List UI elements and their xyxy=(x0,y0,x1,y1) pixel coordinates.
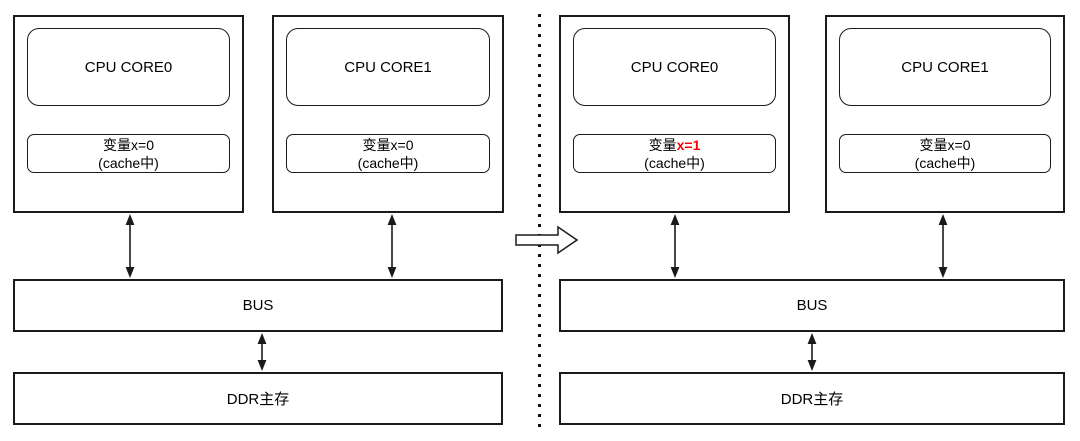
cache-box: 变量x=1 (cache中) xyxy=(573,134,776,173)
core-group-before-0: CPU CORE0 变量x=0 (cache中) xyxy=(13,15,244,213)
ddr-memory-box-before: DDR主存 xyxy=(13,372,503,425)
core-group-before-1: CPU CORE1 变量x=0 (cache中) xyxy=(272,15,504,213)
cache-variable-prefix: 变量 xyxy=(103,136,132,153)
cache-box: 变量x=0 (cache中) xyxy=(839,134,1051,173)
cache-variable-prefix: 变量 xyxy=(648,136,677,153)
cache-location-line: (cache中) xyxy=(644,154,705,171)
cache-variable-value: x=0 xyxy=(947,136,971,153)
cpu-core-title: CPU CORE0 xyxy=(27,28,230,106)
cache-variable-prefix: 变量 xyxy=(919,136,948,153)
cache-variable-line: 变量x=0 xyxy=(103,136,154,154)
cache-variable-value: x=0 xyxy=(390,136,414,153)
transition-arrow-icon xyxy=(515,225,579,255)
ddr-memory-label: DDR主存 xyxy=(226,391,290,408)
cache-variable-line: 变量x=0 xyxy=(920,136,971,154)
bidirectional-arrow-icon xyxy=(938,214,948,278)
ddr-memory-label: DDR主存 xyxy=(780,391,844,408)
bus-box-after: BUS xyxy=(559,279,1065,332)
cpu-core-title: CPU CORE0 xyxy=(573,28,776,106)
divider-dotted-line xyxy=(538,14,541,433)
bidirectional-arrow-icon xyxy=(387,214,397,278)
cache-location-line: (cache中) xyxy=(98,154,159,171)
bus-box-before: BUS xyxy=(13,279,503,332)
cache-variable-value: x=0 xyxy=(131,136,154,153)
bidirectional-arrow-icon xyxy=(670,214,680,278)
core-group-after-0: CPU CORE0 变量x=1 (cache中) xyxy=(559,15,790,213)
core-group-after-1: CPU CORE1 变量x=0 (cache中) xyxy=(825,15,1065,213)
cache-box: 变量x=0 (cache中) xyxy=(27,134,230,173)
cpu-core-title: CPU CORE1 xyxy=(286,28,490,106)
bidirectional-arrow-icon xyxy=(257,333,267,371)
bus-label: BUS xyxy=(796,297,828,314)
cache-location-line: (cache中) xyxy=(914,154,976,171)
bidirectional-arrow-icon xyxy=(807,333,817,371)
bidirectional-arrow-icon xyxy=(125,214,135,278)
cache-variable-value: x=1 xyxy=(676,136,701,153)
cache-variable-line: 变量x=1 xyxy=(649,136,701,154)
cache-box: 变量x=0 (cache中) xyxy=(286,134,490,173)
ddr-memory-box-after: DDR主存 xyxy=(559,372,1065,425)
cache-variable-prefix: 变量 xyxy=(362,136,391,153)
cache-location-line: (cache中) xyxy=(357,154,419,171)
cache-variable-line: 变量x=0 xyxy=(363,136,414,154)
cpu-core-title: CPU CORE1 xyxy=(839,28,1051,106)
bus-label: BUS xyxy=(242,297,274,314)
